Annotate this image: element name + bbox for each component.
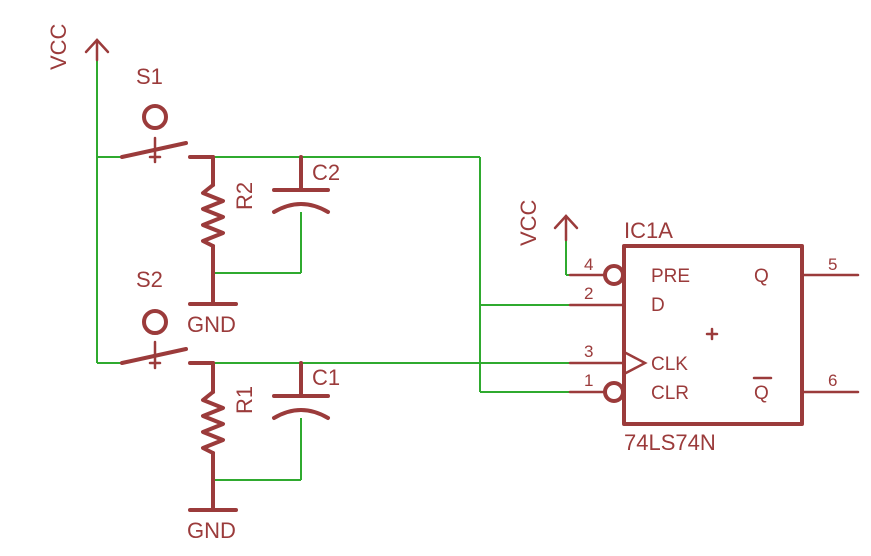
ic-ref-label: IC1A: [624, 218, 673, 243]
vcc-left-label: VCC: [46, 23, 71, 70]
switch-s1: S1: [120, 64, 215, 164]
vcc-ic-label: VCC: [516, 199, 541, 246]
switch-s2: S2: [120, 267, 215, 370]
vcc-symbol-ic: VCC: [516, 199, 579, 246]
pin-name-qbar: Q: [754, 383, 769, 404]
capacitor-c1: C1: [272, 361, 340, 420]
s2-label: S2: [136, 267, 163, 292]
gnd-bottom-label: GND: [187, 518, 236, 543]
pin-name-d: D: [651, 295, 665, 316]
pin-number-q: 5: [828, 255, 837, 274]
capacitor-c2: C2: [272, 155, 340, 214]
c1-label: C1: [312, 365, 340, 390]
ic-body: [622, 244, 804, 426]
pin-number-d: 2: [584, 284, 593, 303]
pin-number-clk: 3: [584, 342, 593, 361]
r2-label: R2: [232, 182, 257, 210]
gnd-symbol-bottom: GND: [187, 478, 238, 543]
gnd-symbol-top: GND: [187, 271, 238, 337]
gnd-top-label: GND: [187, 312, 236, 337]
resistor-r1: R1: [201, 361, 257, 482]
pin-name-pre: PRE: [651, 266, 690, 287]
vcc-symbol-left: VCC: [46, 23, 110, 70]
ic-74ls74n: IC1A 74LS74N 4 PRE 2 D 3 CLK 1 CLR 5 Q 6…: [568, 218, 860, 455]
s1-label: S1: [136, 64, 163, 89]
ic-part-label: 74LS74N: [624, 430, 716, 455]
pin-name-clk: CLK: [651, 354, 688, 375]
resistor-r2: R2: [201, 155, 257, 275]
c2-label: C2: [312, 160, 340, 185]
pin-number-clr: 1: [584, 371, 593, 390]
pin-number-qbar: 6: [828, 371, 837, 390]
pin-number-pre: 4: [584, 255, 593, 274]
pin-name-clr: CLR: [651, 383, 689, 404]
pin-name-q: Q: [754, 266, 769, 287]
r1-label: R1: [232, 386, 257, 414]
wires: [96, 46, 570, 481]
